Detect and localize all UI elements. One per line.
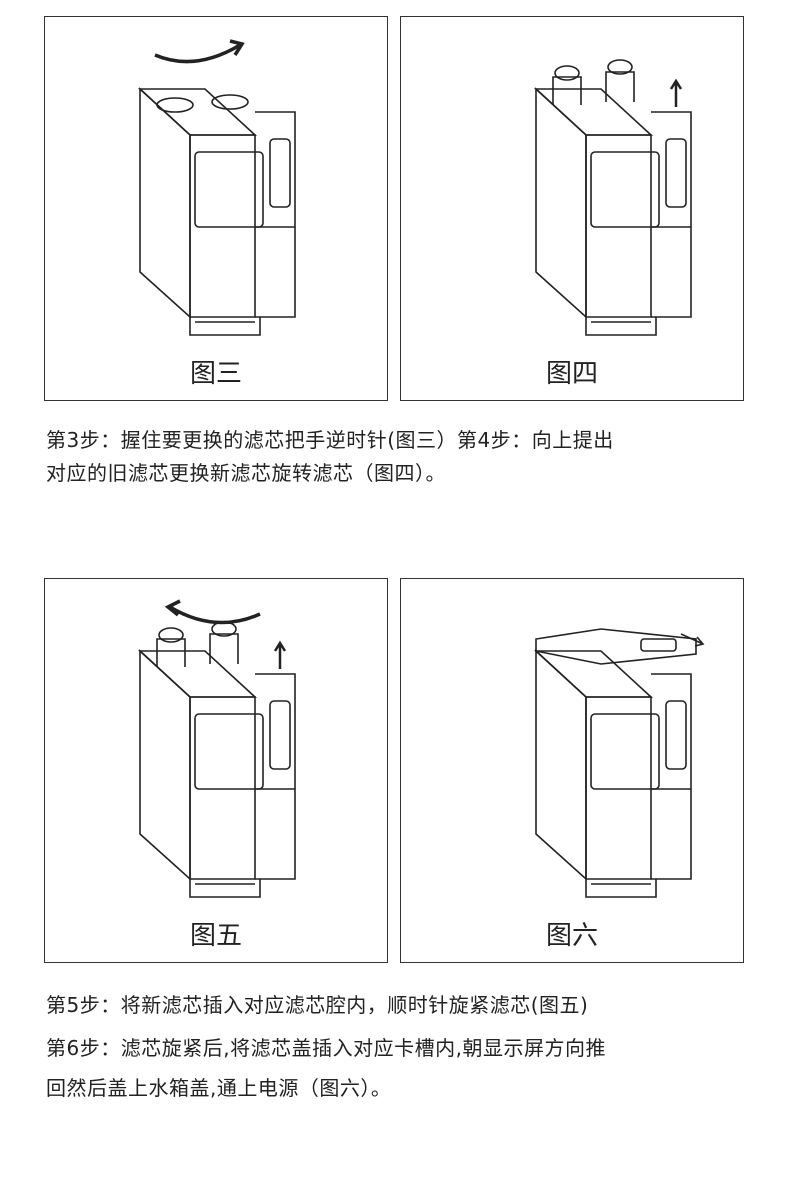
body-top xyxy=(137,88,258,136)
water-dispenser-illustration xyxy=(533,628,705,898)
drip-tray xyxy=(585,317,657,336)
display-panel xyxy=(194,713,264,790)
display-panel xyxy=(194,151,264,228)
display-panel xyxy=(590,151,660,228)
water-dispenser-illustration xyxy=(533,59,692,336)
body-top xyxy=(533,88,654,136)
filter-cartridge xyxy=(209,633,239,664)
body-front-panel xyxy=(585,696,652,880)
tap-handle xyxy=(269,700,291,770)
body-side-panel xyxy=(139,649,191,881)
tap-handle xyxy=(269,138,291,208)
tap-handle xyxy=(665,700,687,770)
filter-cap xyxy=(607,59,633,75)
lift-arrow-icon xyxy=(273,640,287,669)
filter-cartridge xyxy=(552,76,582,105)
instruction-step6-line2: 回然后盖上水箱盖,通上电源（图六）。 xyxy=(46,1076,392,1100)
tank-cover xyxy=(535,628,697,665)
dispenser-body xyxy=(533,628,705,898)
tap-handle xyxy=(665,138,687,208)
filter-cartridge xyxy=(156,638,186,667)
water-column xyxy=(255,111,296,318)
instruction-step3-4-line2: 对应的旧滤芯更换新滤芯旋转滤芯（图四）。 xyxy=(46,461,446,485)
instruction-step6-line1: 第6步：滤芯旋紧后,将滤芯盖插入对应卡槽内,朝显示屏方向推 xyxy=(46,1036,606,1060)
body-front-panel xyxy=(189,696,256,880)
filter-cover-slot xyxy=(640,638,677,652)
rotate-arrow-icon xyxy=(154,39,245,64)
filter-socket xyxy=(211,94,249,110)
instruction-step5: 第5步：将新滤芯插入对应滤芯腔内，顺时针旋紧滤芯(图五) xyxy=(46,993,589,1017)
drip-tray xyxy=(189,879,261,898)
rotate-arrow-icon xyxy=(164,599,261,625)
filter-socket xyxy=(156,97,194,113)
drip-tray xyxy=(189,317,261,336)
body-side-panel xyxy=(139,87,191,319)
figure-caption: 图六 xyxy=(545,921,598,951)
water-column xyxy=(651,673,692,880)
body-front-panel xyxy=(585,134,652,318)
body-side-panel xyxy=(535,87,587,319)
filter-cap xyxy=(158,627,184,643)
water-column xyxy=(651,111,692,318)
figure-caption: 图五 xyxy=(189,921,242,951)
lift-arrow-icon xyxy=(669,78,683,107)
body-top xyxy=(533,650,654,698)
figure-4-panel: 图四 xyxy=(400,16,744,401)
display-panel xyxy=(590,713,660,790)
figure-3-panel: 图三 xyxy=(44,16,388,401)
figure-caption: 图三 xyxy=(189,359,242,389)
water-dispenser-illustration xyxy=(137,39,296,336)
drip-tray xyxy=(585,879,657,898)
figure-6-panel: 图六 xyxy=(400,578,744,963)
dispenser-body xyxy=(137,599,296,898)
body-front-panel xyxy=(189,134,256,318)
dispenser-body xyxy=(533,59,692,336)
push-arrow-icon xyxy=(680,633,705,647)
water-dispenser-illustration xyxy=(137,599,296,898)
water-column xyxy=(255,673,296,880)
body-top xyxy=(137,650,258,698)
figure-caption: 图四 xyxy=(545,359,598,389)
filter-cap xyxy=(554,65,580,81)
instruction-step3-4-line1: 第3步：握住要更换的滤芯把手逆时针(图三）第4步：向上提出 xyxy=(46,428,614,452)
figure-5-panel: 图五 xyxy=(44,578,388,963)
body-side-panel xyxy=(535,649,587,881)
filter-cartridge xyxy=(605,71,635,102)
dispenser-body xyxy=(137,39,296,336)
